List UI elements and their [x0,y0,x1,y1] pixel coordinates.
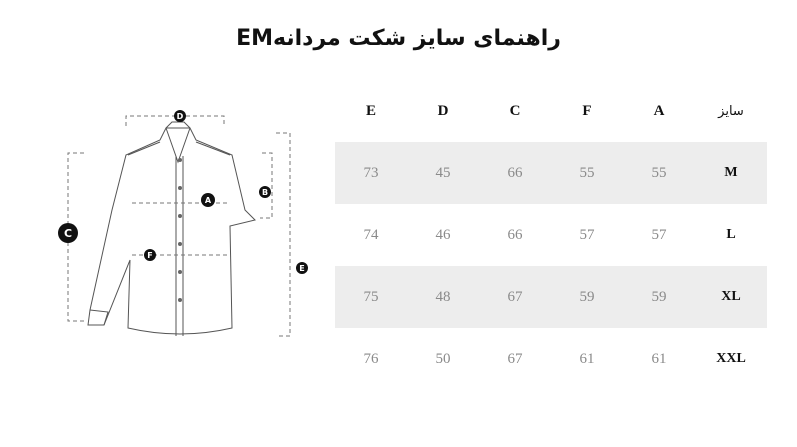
header-d: D [437,102,449,119]
cell-c: 66 [479,142,551,204]
cell-c: 67 [507,350,523,367]
cell-e: 76 [363,350,379,367]
cell-c: 66 [507,226,523,243]
label-a: A [205,196,212,205]
header-a: A [653,102,665,119]
cell-a: 61 [651,350,667,367]
cell-size: XXL [716,351,746,366]
cell-size: M [695,142,767,204]
cell-c: 67 [479,266,551,328]
cell-d: 48 [407,266,479,328]
table-row: XL 59 59 67 48 75 [335,266,767,328]
cell-f: 59 [551,266,623,328]
cell-a: 57 [651,226,667,243]
table-row: XXL 61 61 67 50 76 [335,328,767,390]
cell-e: 73 [335,142,407,204]
label-c: C [64,227,72,240]
header-e: E [365,102,376,119]
size-table: سایز A F C D E M 55 55 66 45 73 L 57 57 … [335,80,767,390]
label-f: F [147,251,152,260]
table-row: M 55 55 66 45 73 [335,142,767,204]
cell-d: 50 [435,350,451,367]
table-header-row: سایز A F C D E [335,80,767,142]
cell-e: 75 [335,266,407,328]
cell-size: L [726,227,736,242]
cell-f: 55 [551,142,623,204]
table-row: L 57 57 66 46 74 [335,204,767,266]
cell-d: 46 [435,226,451,243]
header-f: F [582,102,592,119]
cell-f: 61 [579,350,595,367]
cell-a: 59 [623,266,695,328]
cell-d: 45 [407,142,479,204]
cell-f: 57 [579,226,595,243]
header-c: C [509,102,521,119]
shirt-diagram: D C A B F E [58,110,308,337]
cell-a: 55 [623,142,695,204]
header-size: سایز [718,103,744,119]
label-d: D [177,112,184,121]
label-b: B [262,188,268,197]
label-e: E [299,264,304,273]
page-title: راهنمای سایز شکت مردانهEM [236,26,561,51]
cell-e: 74 [363,226,379,243]
cell-size: XL [695,266,767,328]
